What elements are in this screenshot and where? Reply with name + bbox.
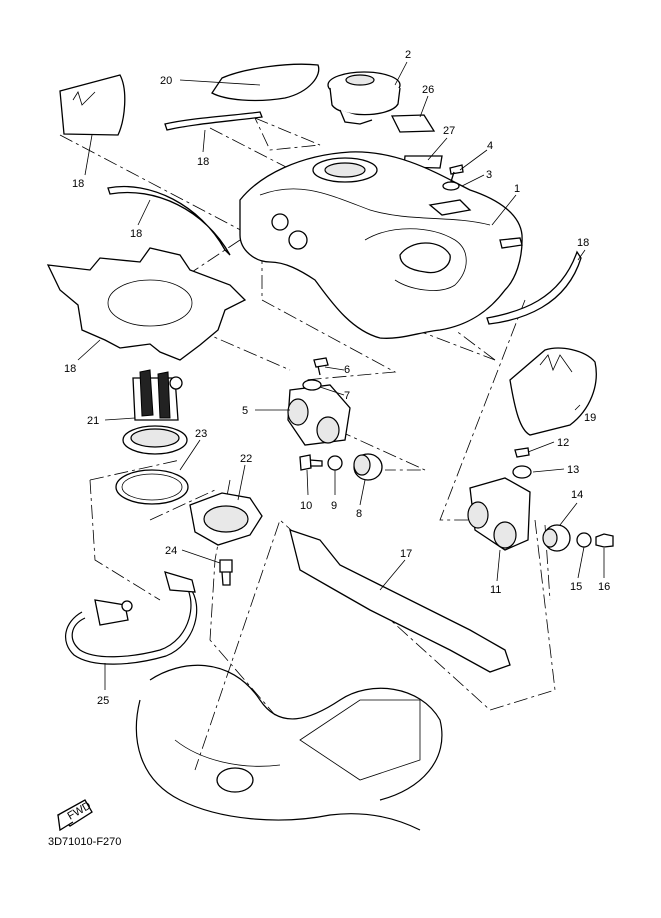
part-13-washer: [512, 465, 532, 479]
part-6-bolt: [313, 357, 329, 376]
part-11-bracket: [467, 477, 531, 551]
part-28-sticker: [390, 114, 436, 133]
part-18-strip-left: [107, 185, 231, 256]
part-20-panel: [59, 74, 126, 136]
callout-6: 6: [344, 364, 350, 376]
callout-23: 21: [87, 415, 99, 427]
callout-13: 13: [567, 464, 579, 476]
part-21-panel: [509, 347, 597, 436]
callout-labels: 2 20 26 27 4 3 1 18 18 18 18 18 19 21 23…: [64, 49, 610, 707]
part-26-bolt: [219, 559, 233, 586]
callout-28: 26: [422, 84, 434, 96]
callout-5: 5: [242, 405, 248, 417]
part-27-fuel-hose: [65, 571, 198, 665]
part-17-rail: [289, 529, 511, 673]
callout-leaders: [77, 61, 605, 690]
part-1-fuel-tank: [239, 151, 523, 339]
callout-19: 18: [64, 363, 76, 375]
callout-1: 1: [514, 183, 520, 195]
callout-24: 22: [240, 453, 252, 465]
callout-15: 15: [570, 581, 582, 593]
forward-arrow-icon: FWD: [56, 799, 93, 832]
assembly-guide-lines: [59, 117, 556, 771]
callout-18-left: 18: [130, 228, 142, 240]
callout-22: 20: [160, 75, 172, 87]
part-19-gasket-sheet: [46, 247, 247, 361]
callout-29: 27: [443, 125, 455, 137]
part-3-washer: [442, 181, 460, 191]
callout-10: 10: [300, 500, 312, 512]
callout-21: 19: [584, 412, 596, 424]
part-16-bolt: [595, 533, 614, 548]
callout-17: 17: [400, 548, 412, 560]
callout-16: 16: [598, 581, 610, 593]
part-8-grommet: [353, 453, 383, 481]
part-9-collar: [327, 455, 343, 471]
part-22-pad: [211, 63, 320, 102]
callout-3: 3: [486, 169, 492, 181]
callout-11: 11: [490, 584, 501, 596]
callout-20: 18: [72, 178, 84, 190]
callout-9: 9: [331, 500, 337, 512]
callout-18-right: 18: [577, 237, 589, 249]
part-12-bolt: [514, 447, 530, 458]
part-18-strip-right: [486, 250, 582, 325]
part-5-bracket: [287, 384, 351, 446]
part-25-ring: [115, 469, 189, 505]
callout-2: 2: [405, 49, 411, 61]
part-7-washer: [302, 379, 322, 391]
callout-27: 25: [97, 695, 109, 707]
part-23-fuel-pump: [122, 369, 188, 455]
part-14-grommet: [542, 524, 571, 552]
part-2-fuel-cap: [327, 71, 401, 125]
callout-7: 7: [344, 390, 350, 402]
callout-14: 14: [571, 489, 583, 501]
callout-4: 4: [487, 140, 493, 152]
diagram-code: 3D71010-F270: [48, 836, 121, 848]
callout-12: 12: [557, 437, 569, 449]
callout-8: 8: [356, 508, 362, 520]
part-10-bolt: [299, 454, 323, 471]
part-15-collar: [576, 532, 592, 548]
frame-structure: [135, 664, 443, 831]
callout-18-top: 18: [197, 156, 209, 168]
callout-25: 23: [195, 428, 207, 440]
callout-26: 24: [165, 545, 177, 557]
part-18-strip-top: [164, 111, 263, 131]
